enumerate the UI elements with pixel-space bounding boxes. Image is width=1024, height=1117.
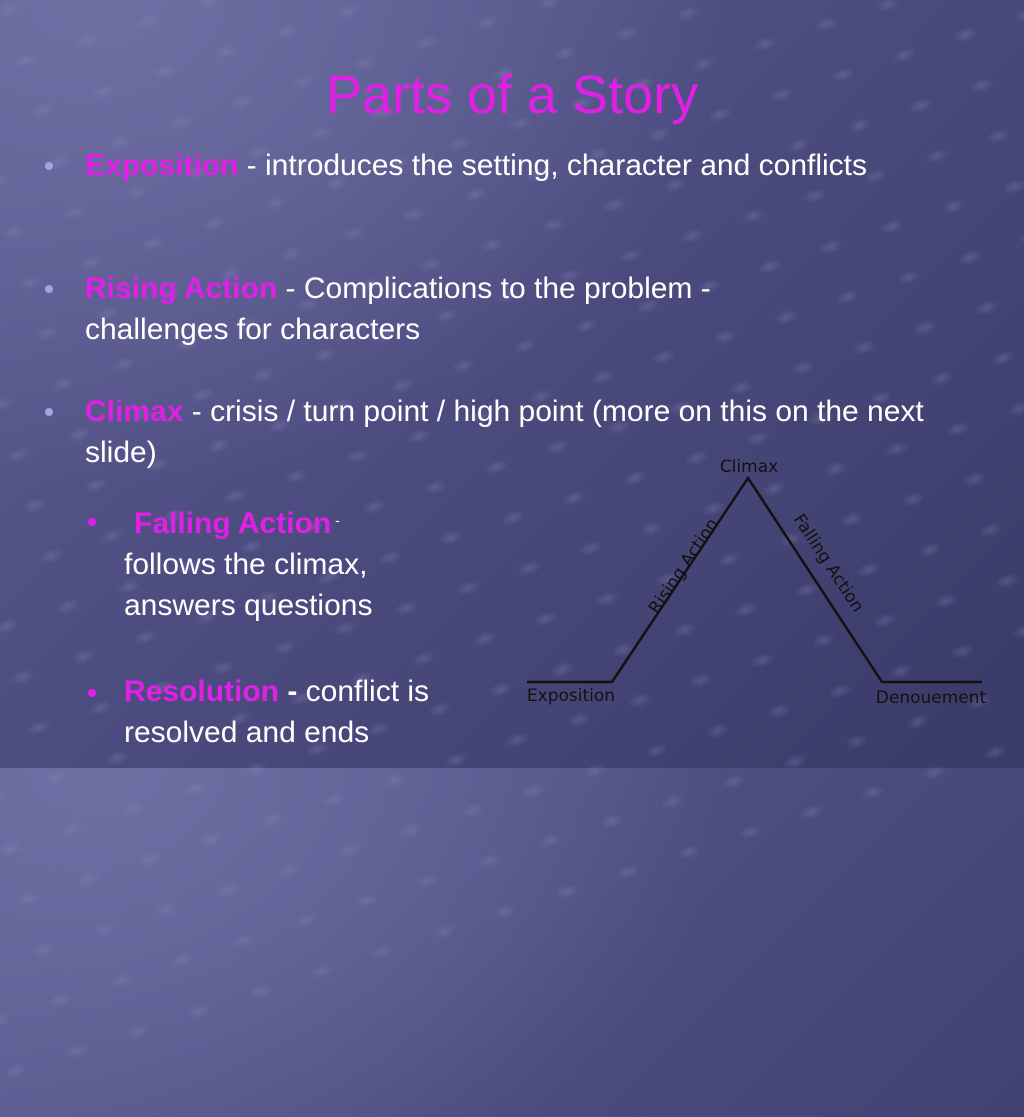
bullet-dot	[45, 162, 53, 170]
bullet-falling-action: Falling Action - follows the climax, ans…	[88, 500, 464, 626]
bullet-separator: -	[238, 149, 266, 182]
bullet-text: conflict is resolved and ends	[124, 675, 430, 749]
bullet-separator: -	[331, 512, 340, 528]
bullet-text: Complications to the problem - challenge…	[85, 272, 711, 346]
bullet-text: crisis / turn point / high point (more o…	[85, 395, 924, 469]
bullet-separator: -	[277, 272, 304, 305]
bullet-dot	[45, 408, 53, 416]
bullet-term: Exposition	[85, 149, 239, 182]
bullet-rising-action: Rising Action - Complications to the pro…	[45, 268, 845, 350]
plot-line	[527, 475, 982, 684]
bullet-resolution: Resolution - conflict is resolved and en…	[88, 671, 504, 753]
slide-title: Parts of a Story	[325, 65, 699, 125]
bullet-term: Climax	[85, 395, 184, 428]
bullet-text: follows the climax, answers questions	[124, 548, 373, 622]
bullet-exposition: Exposition - introduces the setting, cha…	[45, 145, 885, 186]
exposition-label: Exposition	[527, 686, 615, 706]
plot-structure-diagram: Climax Rising Action Falling Action Expo…	[527, 457, 987, 708]
bullet-term: Rising Action	[85, 272, 278, 305]
bullet-dot	[88, 689, 96, 697]
denouement-label: Denouement	[876, 688, 987, 708]
bullet-dot	[45, 285, 53, 293]
bullet-term: Falling Action	[134, 507, 332, 540]
bullet-term: Resolution	[124, 675, 279, 708]
rising-action-label: Rising Action	[645, 515, 723, 618]
climax-label: Climax	[720, 457, 778, 477]
bullet-dot	[88, 518, 96, 526]
bullet-separator: -	[183, 395, 211, 428]
bullet-text: introduces the setting, character and co…	[265, 149, 868, 182]
bullet-climax: Climax - crisis / turn point / high poin…	[45, 391, 935, 473]
bullet-separator: -	[279, 675, 306, 708]
